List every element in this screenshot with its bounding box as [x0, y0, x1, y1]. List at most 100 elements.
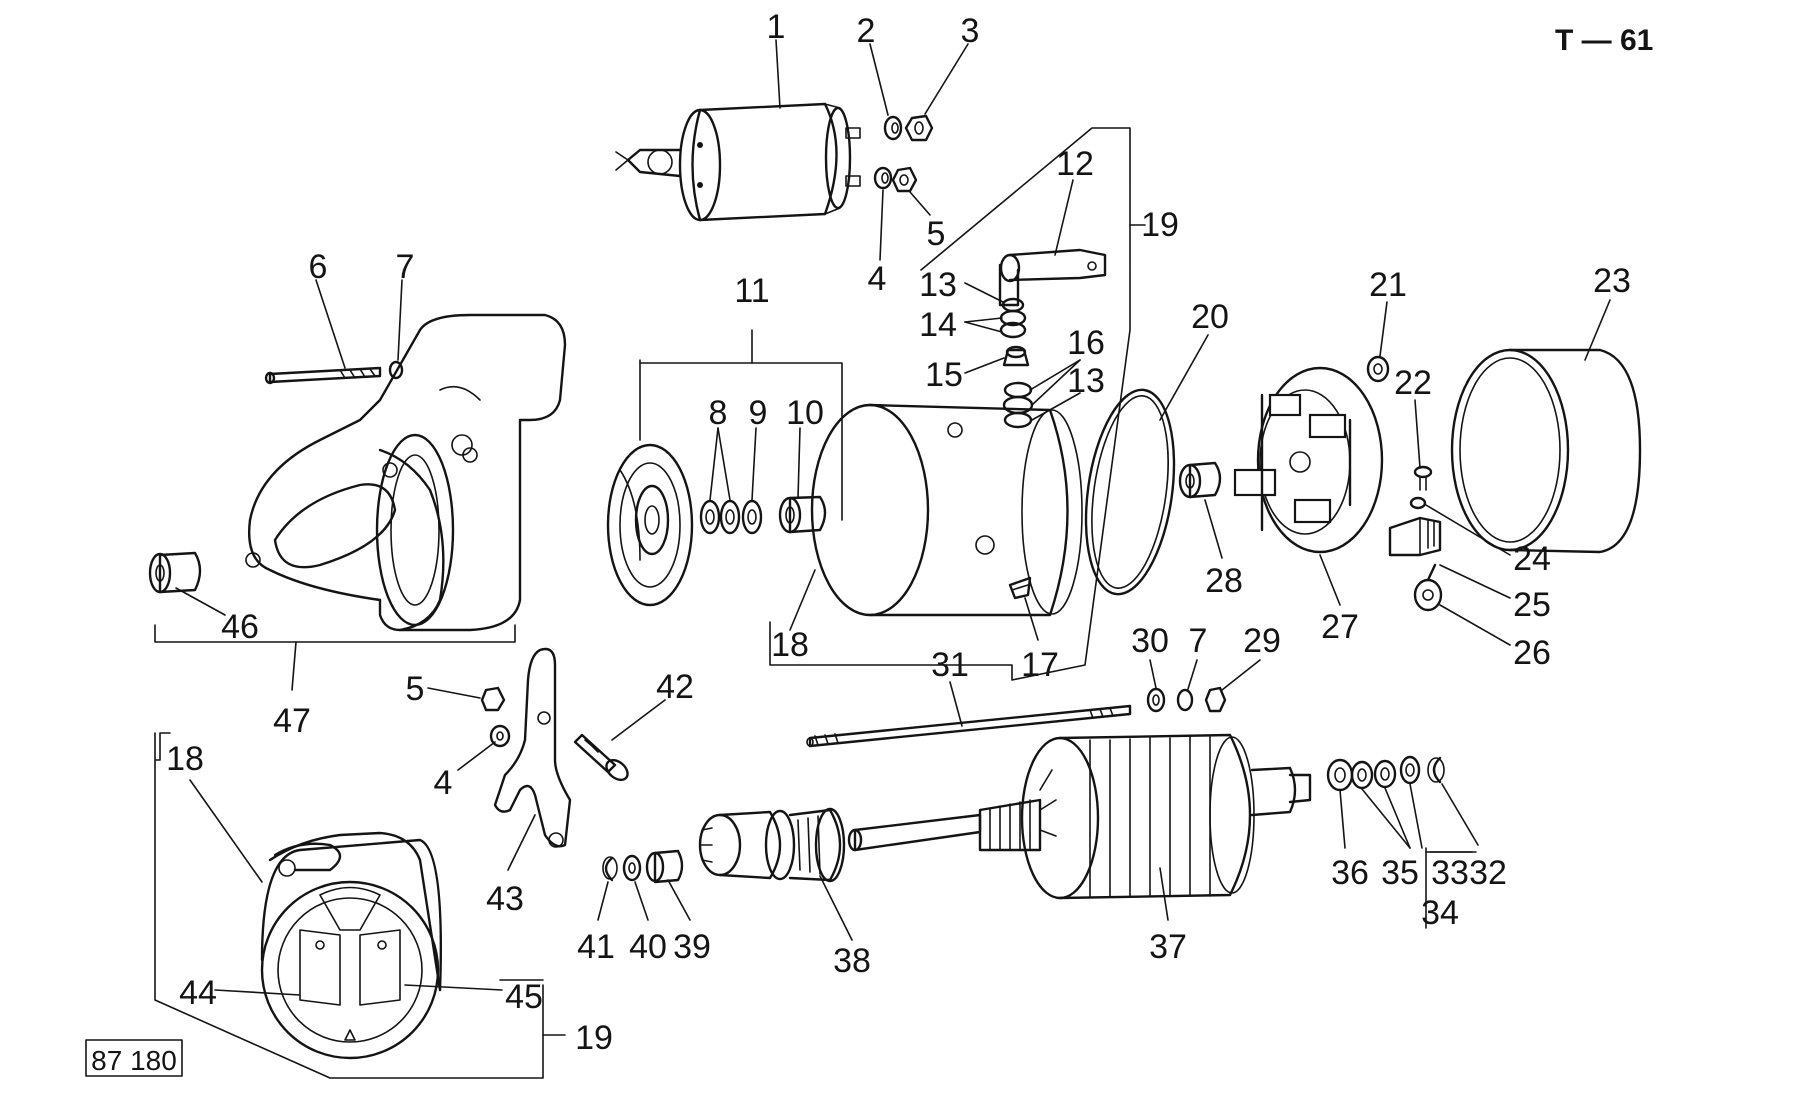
callout-1: 1	[767, 8, 786, 46]
callout-31: 31	[931, 646, 969, 684]
callout-11: 11	[734, 272, 769, 310]
callout-4-lower: 4	[434, 764, 453, 802]
callout-41: 41	[577, 928, 615, 966]
part-41-circlip	[602, 856, 618, 882]
drawing-code: 87 180	[91, 1045, 177, 1076]
part-5-nut	[891, 166, 918, 193]
callout-25: 25	[1513, 586, 1551, 624]
part-29-nut	[1204, 686, 1227, 713]
part-39-bush	[645, 849, 684, 884]
callout-42: 42	[656, 668, 694, 706]
callout-18-lower: 18	[166, 740, 204, 778]
part-1-solenoid	[615, 102, 861, 222]
callout-2: 2	[857, 12, 876, 50]
callout-13-lower: 13	[1067, 362, 1105, 400]
callout-38: 38	[833, 942, 871, 980]
callout-26: 26	[1513, 634, 1551, 672]
part-23-cover-band	[1450, 348, 1642, 554]
callout-20: 20	[1191, 298, 1229, 336]
callout-47: 47	[273, 702, 311, 740]
part-21-nut	[1366, 355, 1390, 383]
part-33-washer	[1399, 755, 1421, 785]
callout-5: 5	[927, 215, 946, 253]
leader-lines	[154, 39, 1611, 1079]
callout-8: 8	[709, 394, 728, 432]
part-17-screw	[1008, 576, 1032, 600]
part-35-washers	[1350, 759, 1397, 790]
part-18-yoke	[810, 403, 1083, 617]
callout-37: 37	[1149, 928, 1187, 966]
part-11-end-plate	[606, 443, 694, 607]
callout-29: 29	[1243, 622, 1281, 660]
callout-7-lower: 7	[1189, 622, 1208, 660]
callout-13-upper: 13	[919, 266, 957, 304]
callout-39: 39	[673, 928, 711, 966]
part-8-washers	[699, 499, 741, 535]
callout-14: 14	[919, 306, 957, 344]
callout-10: 10	[786, 394, 824, 432]
callout-44: 44	[179, 974, 217, 1012]
callout-36: 36	[1331, 854, 1369, 892]
part-3-nut	[904, 114, 934, 142]
part-37-armature	[847, 733, 1312, 900]
callout-23: 23	[1593, 262, 1631, 300]
callout-22: 22	[1394, 364, 1432, 402]
part-12-terminal-link	[998, 248, 1107, 307]
part-26-terminal	[1413, 563, 1443, 612]
callout-45: 45	[505, 978, 543, 1016]
part-4-washer	[873, 166, 893, 190]
part-5-nut-b	[480, 686, 506, 712]
callout-43: 43	[486, 880, 524, 918]
callout-3: 3	[961, 12, 980, 50]
callout-5-lower: 5	[406, 670, 425, 708]
part-40-washer	[622, 854, 642, 882]
callout-30: 30	[1131, 622, 1169, 660]
part-47-drive-housing	[245, 313, 567, 632]
callout-40: 40	[629, 928, 667, 966]
callout-7: 7	[396, 248, 415, 286]
callout-27: 27	[1321, 608, 1359, 646]
callout-17: 17	[1021, 646, 1059, 684]
part-15-bush	[1002, 345, 1030, 367]
part-25-clip	[1388, 516, 1442, 557]
part-36-washer	[1326, 758, 1354, 792]
callout-21: 21	[1369, 266, 1407, 304]
part-number-labels: 1 2 3 4 5 6 7 8 9 10 11 12 13 13 14 15 1…	[166, 8, 1631, 1057]
callout-9: 9	[749, 394, 768, 432]
callout-24: 24	[1513, 540, 1551, 578]
part-16-13-insulators	[1002, 381, 1034, 429]
callout-15: 15	[925, 356, 963, 394]
part-22-screw	[1413, 465, 1433, 491]
callout-34: 34	[1421, 894, 1459, 932]
part-38-drive-pinion	[698, 807, 846, 883]
part-31-through-bolt	[806, 704, 1132, 748]
part-4-washer-b	[489, 724, 511, 748]
callout-18-upper: 18	[771, 626, 809, 664]
part-2-washer	[883, 115, 903, 141]
part-6-bolt	[264, 366, 382, 385]
part-27-brush-holder	[1233, 366, 1384, 554]
callout-6: 6	[309, 248, 328, 286]
part-10-bush	[778, 495, 827, 534]
callout-16: 16	[1067, 324, 1105, 362]
drawing-code-box: 87 180	[85, 1039, 183, 1077]
callout-32: 32	[1469, 854, 1507, 892]
part-46-bush	[148, 551, 202, 594]
part-28-bush	[1178, 461, 1222, 499]
part-43-engagement-lever	[493, 647, 572, 848]
callout-33: 33	[1431, 854, 1469, 892]
callout-19-upper: 19	[1141, 206, 1179, 244]
part-9-washer	[741, 499, 763, 535]
callout-19-lower: 19	[575, 1019, 613, 1057]
callout-35: 35	[1381, 854, 1419, 892]
part-19-field-coil-assembly	[260, 831, 443, 1060]
part-42-pivot-screw	[573, 733, 629, 782]
callout-4: 4	[868, 260, 887, 298]
part-24-washer	[1409, 496, 1427, 510]
part-32-circlip	[1427, 756, 1445, 784]
part-7-washer-b	[1176, 688, 1194, 712]
sheet-reference: T — 61	[1555, 24, 1653, 57]
callout-46: 46	[221, 608, 259, 646]
part-7-washer	[388, 360, 404, 380]
